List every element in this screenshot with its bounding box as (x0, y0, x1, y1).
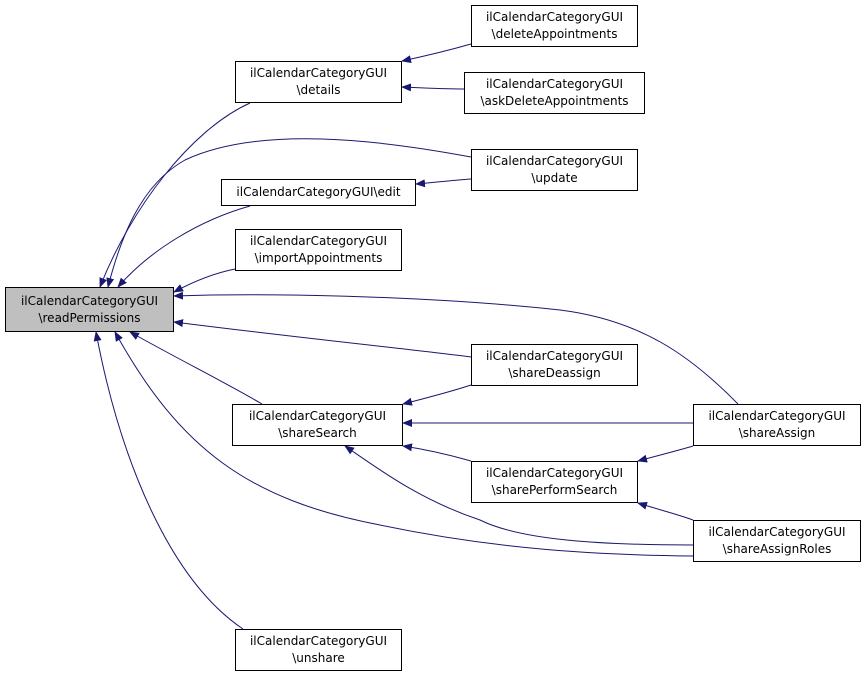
node-label-line: ilCalendarCategoryGUI (485, 10, 624, 24)
node-label-line: ilCalendarCategoryGUI (485, 349, 624, 363)
edge-details-to-readPermissions (99, 102, 251, 288)
node-label-line: \unshare (292, 651, 345, 665)
edge-shareSearch-to-readPermissions (129, 331, 263, 405)
edge-update-to-edit (415, 178, 472, 188)
node-label-line: ilCalendarCategoryGUI (485, 466, 624, 480)
node-readPermissions[interactable]: ilCalendarCategoryGUI \readPermissions (5, 287, 174, 332)
node-label-line: ilCalendarCategoryGUI (485, 154, 624, 168)
edge-shareAssignRoles-to-sharePerformSearch (637, 501, 694, 521)
edge-shareAssignRoles-to-shareSearch (344, 445, 694, 546)
node-label-line: ilCalendarCategoryGUI (249, 66, 388, 80)
node-shareDeassign[interactable]: ilCalendarCategoryGUI \shareDeassign (471, 344, 638, 386)
edge-unshare-to-readPermissions (93, 331, 244, 630)
node-label-line: \shareDeassign (508, 366, 601, 380)
node-label-line: \askDeleteAppointments (480, 94, 629, 108)
edge-shareAssign-to-readPermissions (173, 291, 739, 405)
node-shareAssign[interactable]: ilCalendarCategoryGUI \shareAssign (693, 404, 861, 446)
edge-shareAssignRoles-to-readPermissions (114, 331, 694, 557)
node-importAppointments[interactable]: ilCalendarCategoryGUI \importAppointments (235, 229, 402, 271)
edge-shareDeassign-to-shareSearch (402, 384, 472, 406)
node-deleteAppointments[interactable]: ilCalendarCategoryGUI \deleteAppointments (471, 5, 638, 47)
node-label-line: ilCalendarCategoryGUI (20, 293, 159, 308)
node-update[interactable]: ilCalendarCategoryGUI \update (471, 149, 638, 191)
edge-update-to-readPermissions (106, 138, 472, 288)
node-label-line: ilCalendarCategoryGUI\edit (236, 185, 401, 199)
edge-importAppointments-to-readPermissions (173, 268, 236, 293)
node-shareAssignRoles[interactable]: ilCalendarCategoryGUI \shareAssignRoles (693, 520, 861, 562)
node-label-line: \shareAssignRoles (722, 542, 832, 556)
node-label-line: ilCalendarCategoryGUI (249, 234, 388, 248)
node-label-line: ilCalendarCategoryGUI (485, 77, 624, 91)
node-label-line: ilCalendarCategoryGUI (708, 525, 846, 539)
node-unshare[interactable]: ilCalendarCategoryGUI \unshare (235, 629, 402, 671)
node-label-line: \readPermissions (38, 310, 141, 325)
edge-sharePerformSearch-to-shareSearch (402, 443, 472, 462)
node-shareSearch[interactable]: ilCalendarCategoryGUI \shareSearch (232, 404, 403, 446)
node-label-line: \shareSearch (278, 426, 357, 440)
node-label-line: \details (296, 83, 341, 97)
node-edit[interactable]: ilCalendarCategoryGUI\edit (221, 179, 416, 206)
node-label-line: ilCalendarCategoryGUI (249, 634, 388, 648)
edge-deleteAppointments-to-details (401, 43, 472, 64)
node-details[interactable]: ilCalendarCategoryGUI \details (235, 61, 402, 103)
node-label-line: \importAppointments (254, 251, 383, 265)
node-label-line: \update (531, 171, 578, 185)
edge-shareDeassign-to-readPermissions (173, 319, 472, 358)
node-label-line: ilCalendarCategoryGUI (708, 409, 846, 423)
node-label-line: \sharePerformSearch (491, 483, 618, 497)
edge-edit-to-readPermissions (117, 205, 251, 288)
node-label-line: \deleteAppointments (491, 27, 618, 41)
node-askDeleteAppointments[interactable]: ilCalendarCategoryGUI \askDeleteAppointme… (464, 72, 645, 114)
edge-shareAssign-to-sharePerformSearch (637, 445, 694, 463)
edge-askDeleteAppointments-to-details (401, 83, 465, 92)
node-label-line: \shareAssign (738, 426, 816, 440)
node-label-line: ilCalendarCategoryGUI (248, 409, 387, 423)
node-sharePerformSearch[interactable]: ilCalendarCategoryGUI \sharePerformSearch (471, 461, 638, 503)
